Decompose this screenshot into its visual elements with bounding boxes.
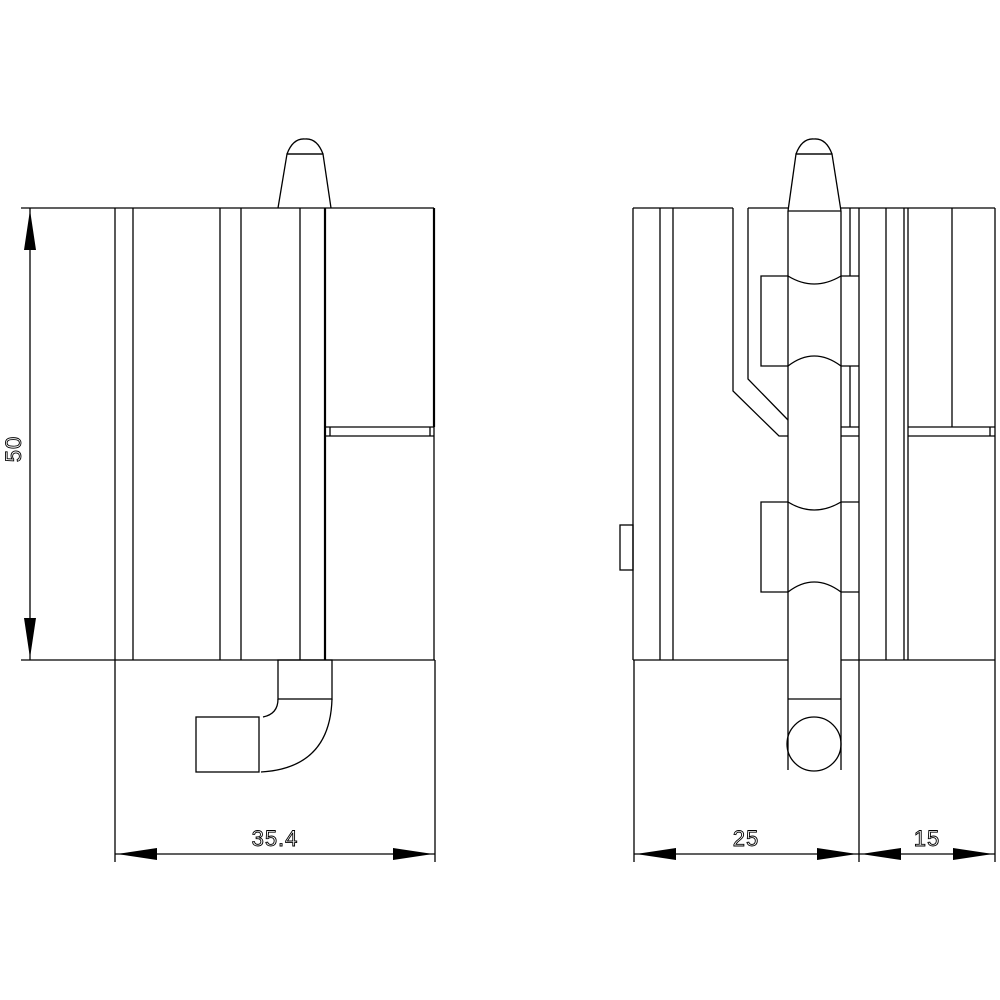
lower-knuckle [760,501,859,593]
elbow-outlet-icon [195,659,333,773]
dimension-side-left: 25 [634,826,859,860]
dimension-height-label: 50 [1,436,26,462]
side-tab [619,524,634,571]
dimension-front-width: 35.4 [115,826,435,860]
side-pin-icon [787,138,842,212]
front-view: 50 35.4 [1,138,436,862]
pin-icon [277,138,332,209]
dimension-front-width-label: 35.4 [252,826,299,851]
side-view: 25 15 [619,138,996,862]
dimension-side-left-label: 25 [733,826,759,851]
dimension-height: 50 [1,208,36,660]
upper-knuckle [760,275,859,367]
dimension-side-right: 15 [859,826,995,860]
dimension-side-right-label: 15 [914,826,940,851]
round-outlet-icon [786,698,842,772]
